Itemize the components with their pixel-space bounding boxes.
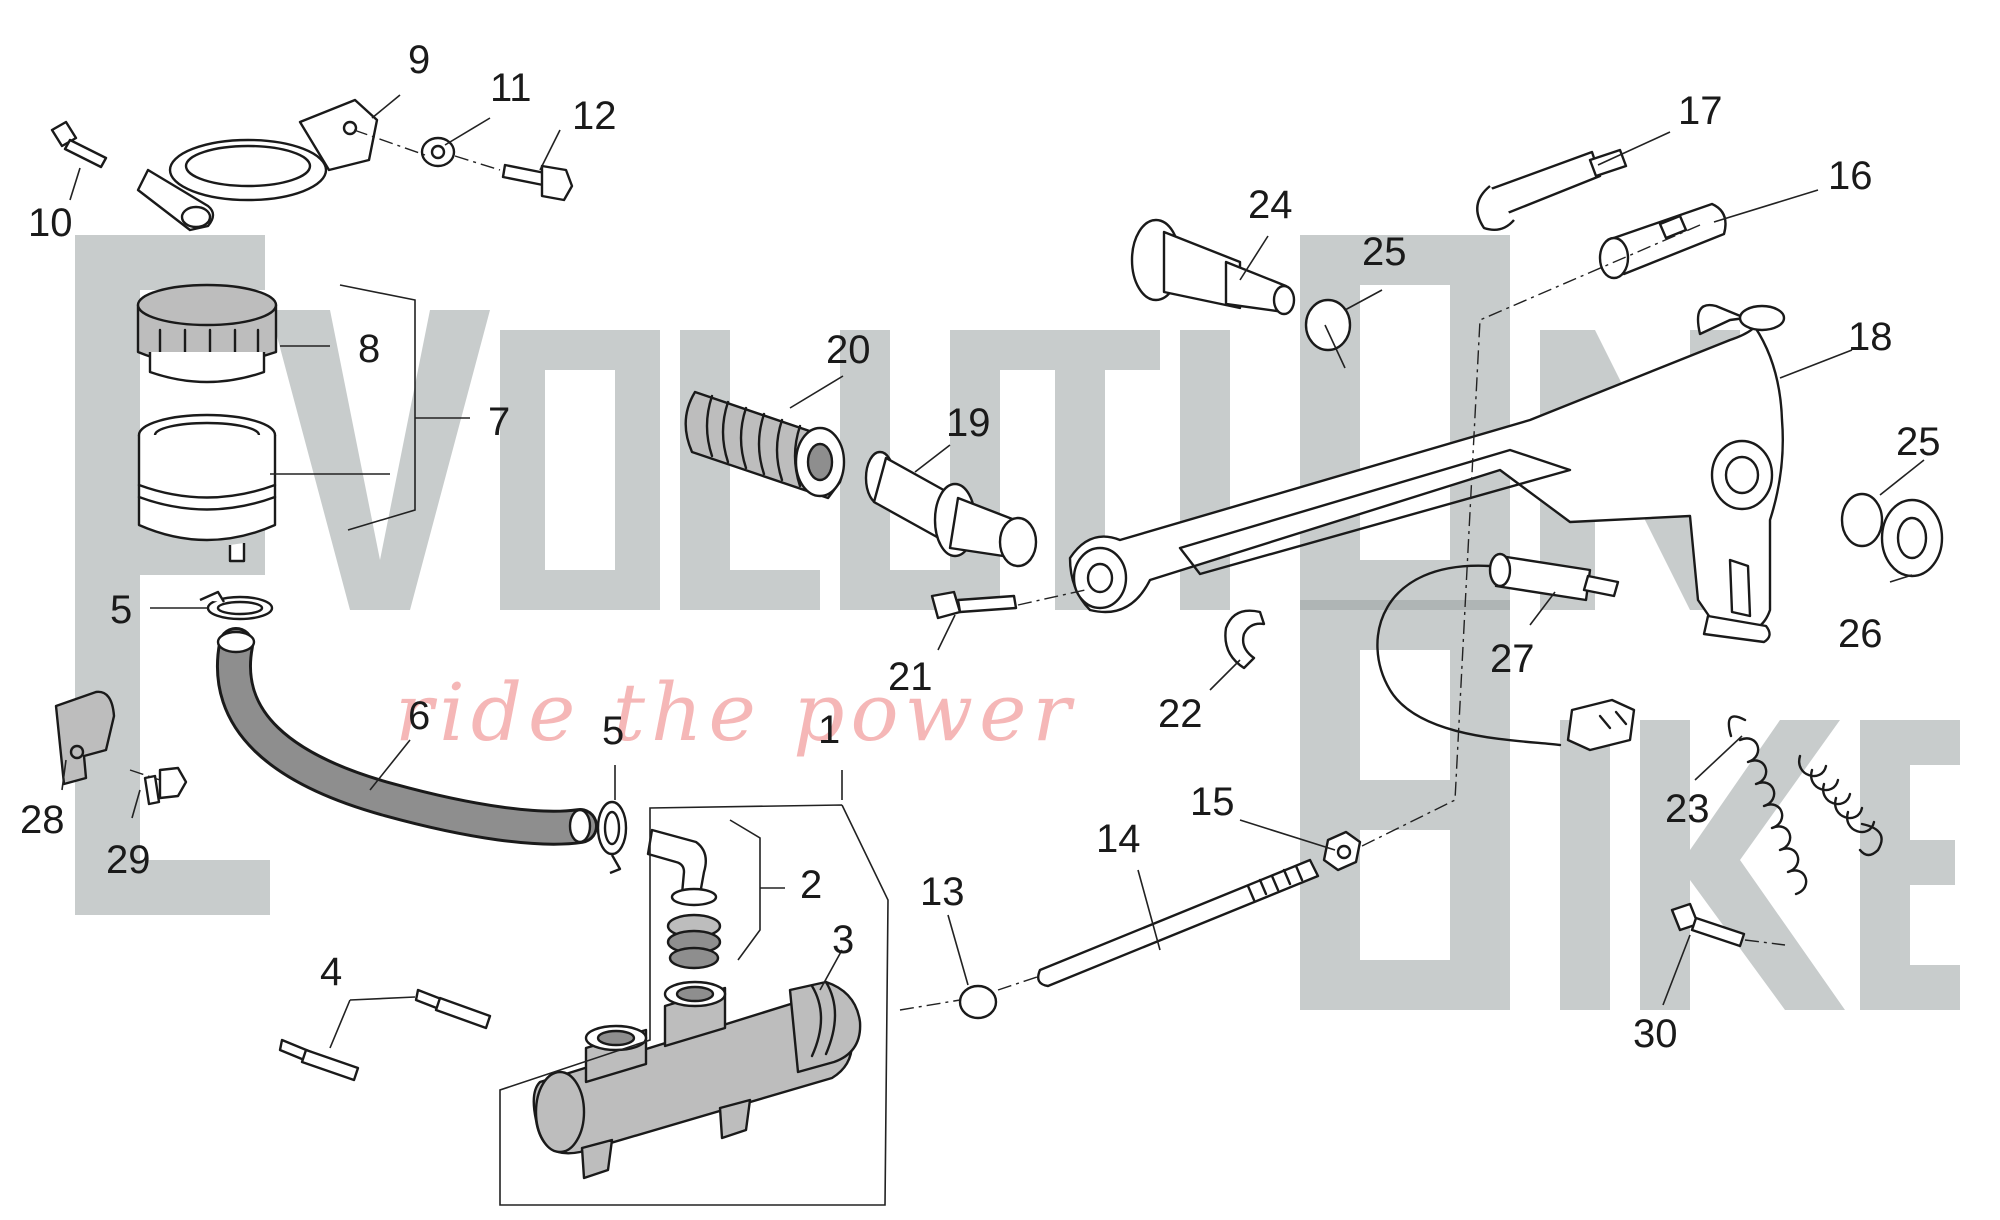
callout-21: 21	[888, 655, 933, 699]
watermark-letter-k	[1640, 720, 1845, 1010]
bolt-10	[50, 120, 108, 169]
watermark-letter-i2	[1560, 720, 1610, 1010]
bracket-28	[54, 690, 116, 786]
return-spring-23	[1727, 715, 1883, 896]
callout-1: 1	[818, 708, 840, 752]
parts	[50, 98, 1944, 1180]
bolts-4	[278, 988, 492, 1082]
callout-25-right: 25	[1896, 420, 1941, 464]
reservoir-body-7	[137, 413, 277, 563]
callout-6: 6	[408, 694, 430, 738]
callout-27: 27	[1490, 637, 1535, 681]
clevis-clip-17	[1476, 148, 1628, 231]
callout-7: 7	[488, 400, 510, 444]
nut-15	[1322, 830, 1362, 872]
hose-6	[216, 627, 598, 846]
watermark-letter-big-o	[1300, 235, 1510, 610]
callout-29: 29	[106, 838, 151, 882]
reservoir-clamp-9	[136, 98, 379, 232]
washer-26	[1880, 498, 1944, 578]
brake-lever-18	[1068, 303, 1786, 644]
callout-14: 14	[1096, 817, 1141, 861]
watermark-letter-v	[270, 310, 490, 610]
master-cylinder-3	[532, 980, 862, 1180]
circlip-22	[1224, 609, 1266, 670]
group-brackets	[339, 284, 889, 1206]
callout-19: 19	[946, 401, 991, 445]
callout-30: 30	[1633, 1012, 1678, 1056]
oring-13	[958, 984, 998, 1020]
callout-20: 20	[826, 328, 871, 372]
callout-9: 9	[408, 38, 430, 82]
assembly-lines	[129, 129, 1786, 1011]
brake-switch-27	[1376, 552, 1636, 752]
screw-21	[930, 590, 1018, 620]
leader-lines	[61, 94, 1925, 1049]
watermark: ride the power	[75, 235, 1960, 1010]
callout-16: 16	[1828, 154, 1873, 198]
callout-5-lower: 5	[602, 709, 624, 753]
watermark-letter-e2	[1860, 720, 1960, 1010]
callout-10: 10	[28, 201, 73, 245]
callout-12: 12	[572, 94, 617, 138]
bolt-12	[501, 163, 574, 202]
callout-2: 2	[800, 863, 822, 907]
callout-8: 8	[358, 327, 380, 371]
callout-11: 11	[490, 66, 532, 110]
watermark-letter-b	[1300, 600, 1510, 1010]
callout-15: 15	[1190, 780, 1235, 824]
callout-17: 17	[1678, 89, 1723, 133]
callout-22: 22	[1158, 692, 1203, 736]
bolt-30	[1670, 902, 1746, 948]
callout-24: 24	[1248, 183, 1293, 227]
watermark-letter-u	[840, 330, 1000, 610]
watermark-letter-o	[500, 330, 660, 610]
bolt-29	[143, 766, 188, 806]
pivot-pin-24	[1130, 218, 1296, 316]
callout-26: 26	[1838, 612, 1883, 656]
hose-clip-5-upper	[199, 590, 274, 621]
callout-4: 4	[320, 950, 342, 994]
callout-13: 13	[920, 870, 965, 914]
callout-5-upper: 5	[110, 588, 132, 632]
banjo-fitting-2	[646, 828, 722, 970]
footpeg-19	[864, 450, 1038, 568]
callout-18: 18	[1848, 315, 1893, 359]
oring-25-left	[1304, 298, 1352, 352]
watermark-letter-t	[1000, 330, 1160, 610]
watermark-tagline: ride the power	[395, 666, 1077, 759]
hose-clip-5-lower	[596, 800, 628, 875]
callout-28: 28	[20, 798, 65, 842]
callout-labels: 9 11 12 10 8 7 5 6 5 1 2 3 4 28 29 13 14…	[20, 38, 1941, 1056]
callout-3: 3	[832, 918, 854, 962]
callout-23: 23	[1665, 787, 1710, 831]
reservoir-cap-8	[136, 283, 278, 384]
oring-25-right	[1840, 492, 1884, 548]
footpeg-rubber-20	[684, 390, 846, 500]
watermark-letter-e	[75, 235, 270, 915]
pushrod-14	[1037, 858, 1320, 988]
callout-25-left: 25	[1362, 230, 1407, 274]
